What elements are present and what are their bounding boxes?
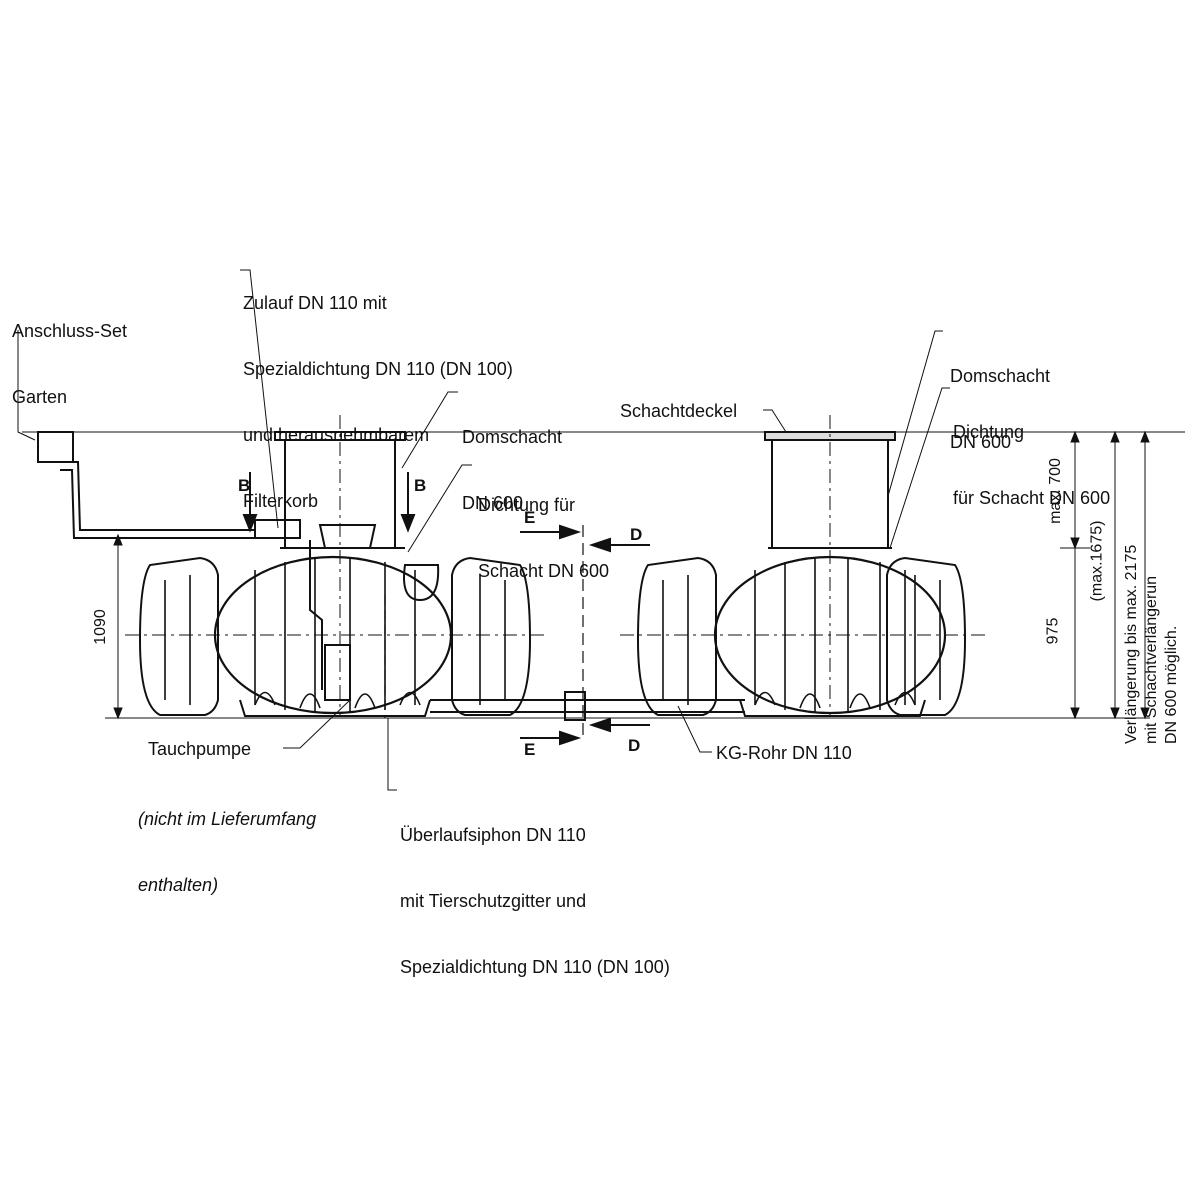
- section-mark-d-bottom: D: [628, 736, 641, 755]
- label-ueberlaufsiphon: Überlaufsiphon DN 110 mit Tierschutzgitt…: [400, 825, 670, 977]
- dimension-975: 975: [1044, 617, 1062, 645]
- right-domschacht: [764, 415, 896, 715]
- label-tauchpumpe: Tauchpumpe: [148, 739, 252, 759]
- section-mark-d-top: D: [630, 525, 643, 544]
- leader-lines: [17, 269, 950, 791]
- dimension-max-1675: (max.1675): [1088, 520, 1106, 602]
- dimension-max-700: max. 700: [1046, 458, 1064, 524]
- dimension-extension-note: Verlängerung bis max. 2175 mit Schachtve…: [1123, 544, 1180, 744]
- right-tank: [620, 555, 985, 717]
- label-anschluss-set: Anschluss-Set Garten: [12, 321, 128, 407]
- label-tauchpumpe-note: (nicht im Lieferumfang enthalten): [138, 809, 317, 895]
- section-b-arrows: [242, 472, 416, 533]
- label-dichtung-left: Dichtung für Schacht DN 600: [478, 495, 610, 581]
- label-dichtung-right: Dichtung für Schacht DN 600: [953, 422, 1111, 508]
- label-schachtdeckel: Schachtdeckel: [620, 401, 738, 421]
- section-mark-e-top: E: [524, 508, 536, 527]
- label-domschacht-right: Domschacht DN 600: [950, 366, 1051, 452]
- section-mark-b-left: B: [238, 476, 251, 495]
- section-mark-b-right: B: [414, 476, 427, 495]
- section-ed-arrows: [520, 524, 650, 746]
- label-zulauf: Zulauf DN 110 mit Spezialdichtung DN 110…: [243, 293, 513, 511]
- anschluss-set-garten: [37, 431, 255, 539]
- dimension-1090: 1090: [91, 609, 109, 645]
- label-domschacht-left: Domschacht DN 600: [462, 427, 563, 513]
- dimension-lines: [113, 430, 1150, 720]
- kg-rohr-pipe: [430, 691, 745, 721]
- label-kg-rohr: KG-Rohr DN 110: [716, 743, 852, 763]
- section-mark-e-bottom: E: [524, 740, 536, 759]
